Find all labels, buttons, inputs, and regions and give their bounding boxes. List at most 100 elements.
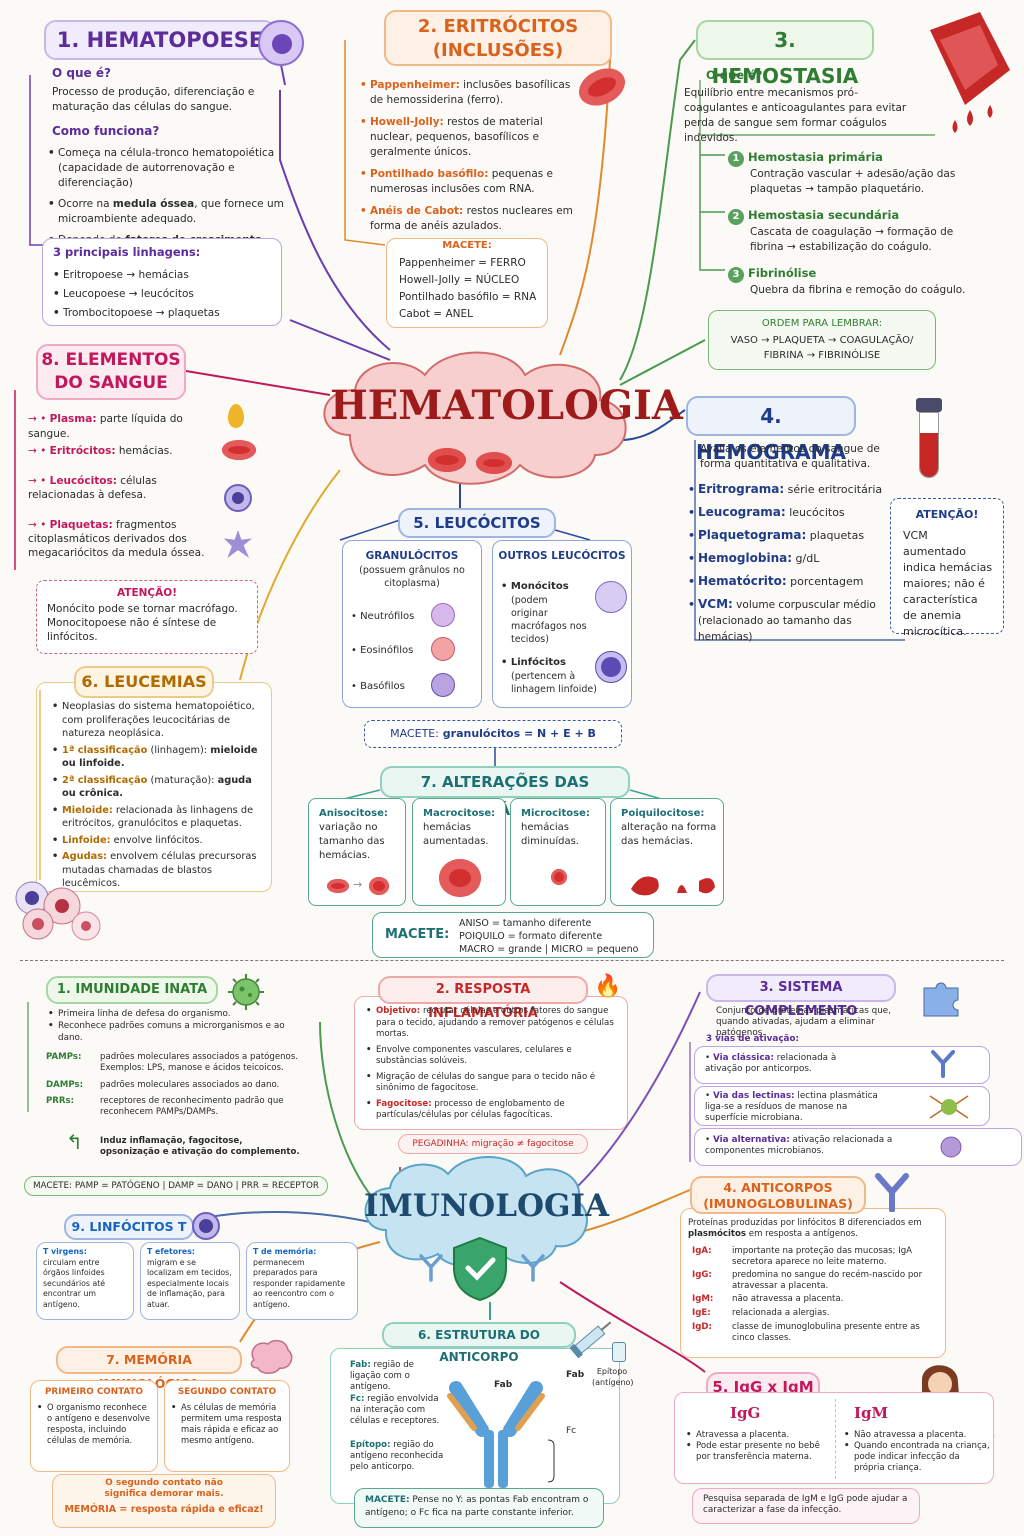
red-cell-icon: [476, 452, 512, 474]
list-item: Pontilhado basófilo: pequenas e numerosa…: [358, 167, 580, 197]
list-item: IgG:predomina no sangue do recém-nascido…: [692, 1270, 923, 1291]
hematopoese-def: Processo de produção, diferenciação e ma…: [52, 86, 255, 113]
t-memoria-card: T de memória:permanecem preparados para …: [246, 1242, 358, 1320]
segundo-contato-box: SEGUNDO CONTATO As células de memória pe…: [164, 1380, 290, 1472]
primeiro-contato-box: PRIMEIRO CONTATO O organismo reconhece o…: [30, 1380, 158, 1472]
red-cell-icon: [428, 448, 466, 472]
antibody-icon: [875, 1173, 909, 1212]
elemento-eritrocitos: → • Eritrócitos: hemácias.: [28, 445, 173, 457]
list-item: Começa na célula-tronco hematopoiética (…: [46, 146, 286, 191]
igg-label: IgG: [730, 1404, 761, 1422]
estrutura-anticorpo-title: 6. ESTRUTURA DO ANTICORPO: [382, 1322, 576, 1364]
estrutura-macete: MACETE: Pense no Y: as pontas Fab encont…: [354, 1488, 604, 1528]
elementos-title: 8. ELEMENTOS DO SANGUE: [36, 344, 186, 400]
sistema-complemento-title: 3. SISTEMA COMPLEMENTO: [706, 974, 896, 1019]
list-item: Migração de células do sangue para o tec…: [364, 1072, 620, 1095]
elemento-plasma: → • Plasma: parte líquida do sangue.: [28, 413, 183, 440]
hemostasia-title: 3. HEMOSTASIA: [696, 20, 874, 88]
list-item: Hematócrito: porcentagem: [686, 574, 896, 589]
list-item: Ocorre na medula óssea, que fornece um m…: [46, 197, 286, 227]
lectin-icon: [929, 1095, 969, 1119]
anisocitose-card: Anisocitose:variação no tamanho das hemá…: [308, 798, 406, 906]
shield-check-icon: [453, 1236, 507, 1302]
via-lectinas: • Via das lectinas: lectina plasmática l…: [694, 1086, 990, 1126]
list-item: Envolve componentes vasculares, celulare…: [364, 1045, 620, 1068]
eritrocitos-title: 2. ERITRÓCITOS (INCLUSÕES): [384, 10, 612, 66]
t-efetores-card: T efetores:migram e se localizam em teci…: [140, 1242, 240, 1320]
igg-igm-footer: Pesquisa separada de IgM e IgG pode ajud…: [692, 1488, 920, 1524]
list-item: Anéis de Cabot: restos nucleares em form…: [358, 204, 580, 234]
epitopo-def: Epítopo: região do antígeno reconhecida …: [350, 1440, 444, 1472]
list-item: • Basófilos: [351, 681, 405, 692]
hemograma-intro: Avalia os elementos do sangue de forma q…: [700, 443, 880, 470]
plasma-drop-icon: [228, 404, 244, 428]
list-item: IgD:classe de imunoglobulina presente en…: [692, 1322, 920, 1343]
hemograma-atencao: ATENÇÃO! VCM aumentado indica hemácias m…: [890, 498, 1004, 638]
hematopoese-q2: Como funciona?: [52, 124, 160, 138]
fab-def: Fab: região de ligação com o antígeno.: [350, 1360, 414, 1392]
list-item: O organismo reconhece o antígeno e desen…: [35, 1402, 151, 1446]
linhagens-list: Eritropoese → hemácias Leucopoese → leuc…: [51, 266, 220, 323]
puzzle-icon: [923, 982, 959, 1017]
list-item: Hemoglobina: g/dL: [686, 551, 896, 566]
list-item: Primeira linha de defesa do organismo.: [46, 1008, 292, 1020]
red-cell-icon: [222, 440, 256, 460]
list-item: Linfoide: envolve linfócitos.: [50, 834, 268, 848]
elemento-plaquetas: → • Plaquetas: fragmentos citoplasmático…: [28, 519, 205, 559]
basophil-icon: [431, 673, 455, 697]
poiquilocitose-card: Poiquilocitose:alteração na forma das he…: [610, 798, 724, 906]
macrocitose-card: Macrocitose:hemácias aumentadas.: [412, 798, 506, 906]
alteracoes-macete: MACETE: ANISO = tamanho diferente POIQUI…: [372, 912, 654, 958]
leucemias-title: 6. LEUCEMIAS: [74, 666, 214, 698]
complemento-vias-title: 3 vias de ativação:: [706, 1034, 800, 1044]
alteracoes-title: 7. ALTERAÇÕES DAS HEMÁCIAS: [380, 766, 630, 819]
microcitose-card: Microcitose:hemácias diminuídas.: [510, 798, 606, 906]
list-item: Agudas: envolvem células precursoras mut…: [50, 850, 268, 891]
microbe-icon: [940, 1136, 962, 1158]
syringe-icon: [569, 1321, 612, 1359]
memoria-title: 7. MEMÓRIA IMUNOLÓGICA: [56, 1346, 242, 1391]
leukemia-cells-icon: [15, 881, 101, 941]
leucocitos-macete: MACETE: granulócitos = N + E + B: [364, 720, 622, 748]
list-item: Eritropoese → hemácias: [51, 266, 220, 285]
section-divider: [20, 960, 1004, 961]
list-item: Leucopoese → leucócitos: [51, 285, 220, 304]
inata-induz: Induz inflamação, fagocitose, opsonizaçã…: [100, 1136, 300, 1157]
hematopoese-title: 1. HEMATOPOESE: [44, 20, 276, 60]
inclusoes-list: Pappenheimer: inclusões basofílicas de h…: [358, 78, 580, 234]
list-item: • Neutrófilos: [351, 611, 415, 622]
hemostasia-q: O que é?: [706, 68, 763, 82]
list-item: Eritrograma: série eritrocitária: [686, 482, 896, 497]
fab-label-right: Fab: [566, 1370, 585, 1380]
imunidade-inata-title: 1. IMUNIDADE INATA: [46, 976, 218, 1004]
list-item: VCM: volume corpuscular médio (relaciona…: [686, 597, 896, 645]
list-item: IgA:importante na proteção das mucosas; …: [692, 1246, 913, 1267]
list-item: Neoplasias do sistema hematopoiético, co…: [50, 700, 268, 741]
list-item: Pode estar presente no bebê por transfer…: [684, 1441, 832, 1463]
list-item: IgM:não atravessa a placenta.: [692, 1294, 844, 1304]
via-alternativa: • Via alternativa: ativação relacionada …: [694, 1128, 1022, 1166]
anticorpos-classes: IgA:importante na proteção das mucosas; …: [692, 1246, 942, 1346]
return-arrow-icon: ↰: [66, 1130, 83, 1154]
inata-list: Primeira linha de defesa do organismo. R…: [46, 1008, 292, 1044]
pegadinha-box: PEGADINHA: migração ≠ fagocitose: [398, 1134, 588, 1154]
blood-vessel-icon: [930, 12, 1010, 133]
list-item: Atravessa a placenta.: [684, 1430, 832, 1441]
hematologia-center-title: HEMATOLOGIA: [330, 382, 683, 429]
neutrophil-icon: [431, 603, 455, 627]
list-item: 1ª classificação (linhagem): mieloide ou…: [50, 744, 268, 771]
brain-icon: [250, 1339, 293, 1374]
list-item: Fagocitose: processo de englobamento de …: [364, 1099, 620, 1122]
inflamatoria-list: Objetivo: recrutar células e outros fato…: [364, 1006, 620, 1122]
hematologia-cloud: [323, 351, 627, 485]
antibody-icon: [419, 1254, 443, 1282]
hemograma-list: Eritrograma: série eritrocitária Leucogr…: [686, 482, 896, 645]
memoria-nota: O segundo contato não significa demorar …: [52, 1474, 276, 1528]
leucocitos-title: 5. LEUCÓCITOS: [398, 508, 556, 538]
inata-macete: MACETE: PAMP = PATÓGENO | DAMP = DANO | …: [24, 1176, 328, 1196]
hemostasia-def: Equilíbrio entre mecanismos pró-coagulan…: [684, 87, 907, 144]
eosinophil-icon: [431, 637, 455, 661]
